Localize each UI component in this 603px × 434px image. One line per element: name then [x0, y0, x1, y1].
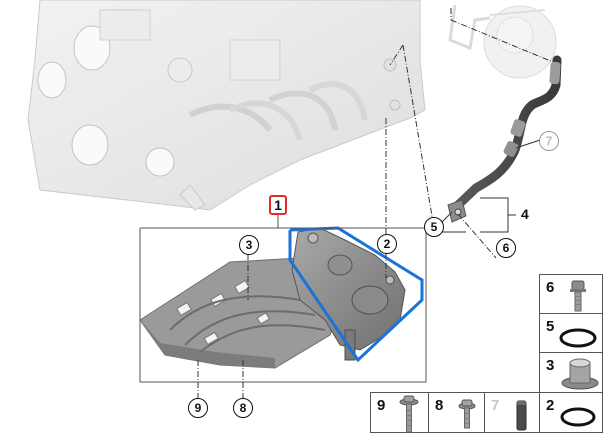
part-cell-3[interactable]: 3 — [539, 352, 603, 393]
o-ring-icon — [559, 328, 597, 348]
vacuum-hose — [447, 55, 562, 223]
callout-8[interactable]: 8 — [233, 398, 253, 418]
o-ring-icon — [560, 407, 596, 427]
callout-2[interactable]: 2 — [377, 234, 397, 254]
callout-1[interactable]: 1 — [269, 195, 287, 215]
part-cell-5[interactable]: 5 — [539, 313, 603, 353]
part-number: 8 — [435, 397, 444, 414]
callout-3[interactable]: 3 — [239, 235, 259, 255]
part-number: 3 — [546, 357, 555, 374]
part-cell-2[interactable]: 2 — [539, 392, 603, 433]
part-number: 2 — [546, 397, 555, 414]
part-cell-6[interactable]: 6 — [539, 274, 603, 314]
oil-pump-assembly — [139, 227, 406, 369]
flanged-sleeve-icon — [561, 358, 599, 390]
part-number: 9 — [377, 397, 386, 414]
engine-block — [27, 0, 426, 211]
callout-7[interactable]: 7 — [539, 131, 559, 151]
part-cell-8[interactable]: 8 — [428, 392, 485, 433]
part-number: 6 — [546, 279, 555, 296]
callout-5[interactable]: 5 — [424, 217, 444, 237]
long-flange-bolt-icon — [399, 395, 419, 433]
callout-9[interactable]: 9 — [188, 398, 208, 418]
callout-6[interactable]: 6 — [496, 238, 516, 258]
callout-4[interactable]: 4 — [521, 206, 529, 222]
vacuum-pump — [448, 4, 557, 79]
bolt-icon — [570, 280, 586, 312]
part-number: 5 — [546, 318, 555, 335]
leader-lines — [197, 8, 554, 400]
hose-sleeve-icon — [516, 400, 527, 431]
part-cell-7[interactable]: 7 — [484, 392, 540, 433]
flange-bolt-icon — [458, 399, 476, 429]
part-cell-9[interactable]: 9 — [370, 392, 429, 433]
part-number: 7 — [491, 397, 500, 414]
